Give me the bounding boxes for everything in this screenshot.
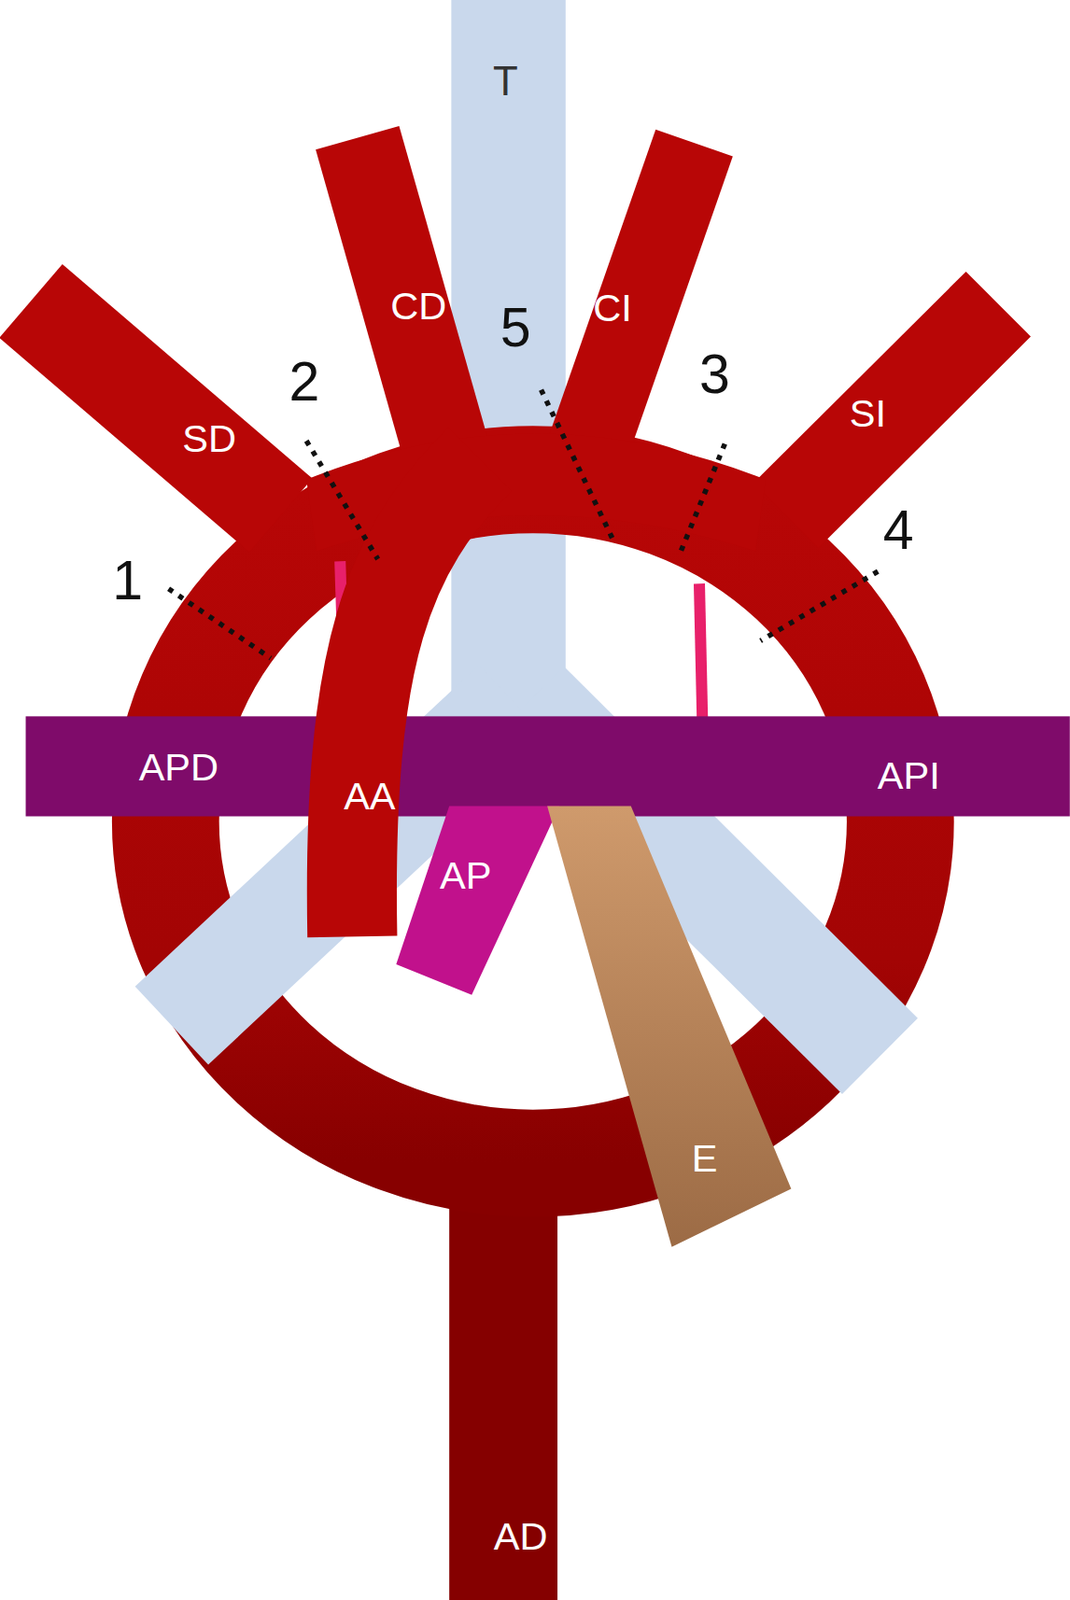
division-line <box>306 440 379 560</box>
part-label: AD <box>493 1517 549 1557</box>
esophagus <box>547 806 791 1248</box>
pulmonary-trunk <box>395 806 560 996</box>
part-label: T <box>492 61 519 103</box>
part-label: SI <box>849 394 887 434</box>
right-carotid <box>357 138 455 480</box>
division-line <box>760 571 879 641</box>
division-line <box>678 444 725 557</box>
callout-number: 2 <box>288 355 320 411</box>
pulmonary-arteries <box>26 716 1070 817</box>
part-label: CD <box>390 286 447 326</box>
callout-number: 4 <box>883 503 915 559</box>
part-label: AP <box>439 856 492 896</box>
left-subclavian <box>786 304 999 516</box>
right-subclavian <box>30 300 282 516</box>
part-label: APD <box>139 748 219 789</box>
callout-number: 3 <box>699 348 731 404</box>
division-line <box>541 390 614 540</box>
part-label: SD <box>182 419 237 459</box>
callout-number: 5 <box>500 301 532 357</box>
callout-number: 1 <box>112 554 143 610</box>
trachea <box>450 0 565 720</box>
descending-aorta <box>449 1173 558 1600</box>
ligament <box>699 583 703 719</box>
left-carotid <box>577 142 695 480</box>
part-label: CI <box>592 288 633 328</box>
division-line <box>168 589 271 659</box>
part-label: E <box>691 1139 719 1179</box>
vascular-ring <box>165 479 901 1164</box>
part-label: API <box>877 756 941 796</box>
part-label: AA <box>343 776 395 817</box>
